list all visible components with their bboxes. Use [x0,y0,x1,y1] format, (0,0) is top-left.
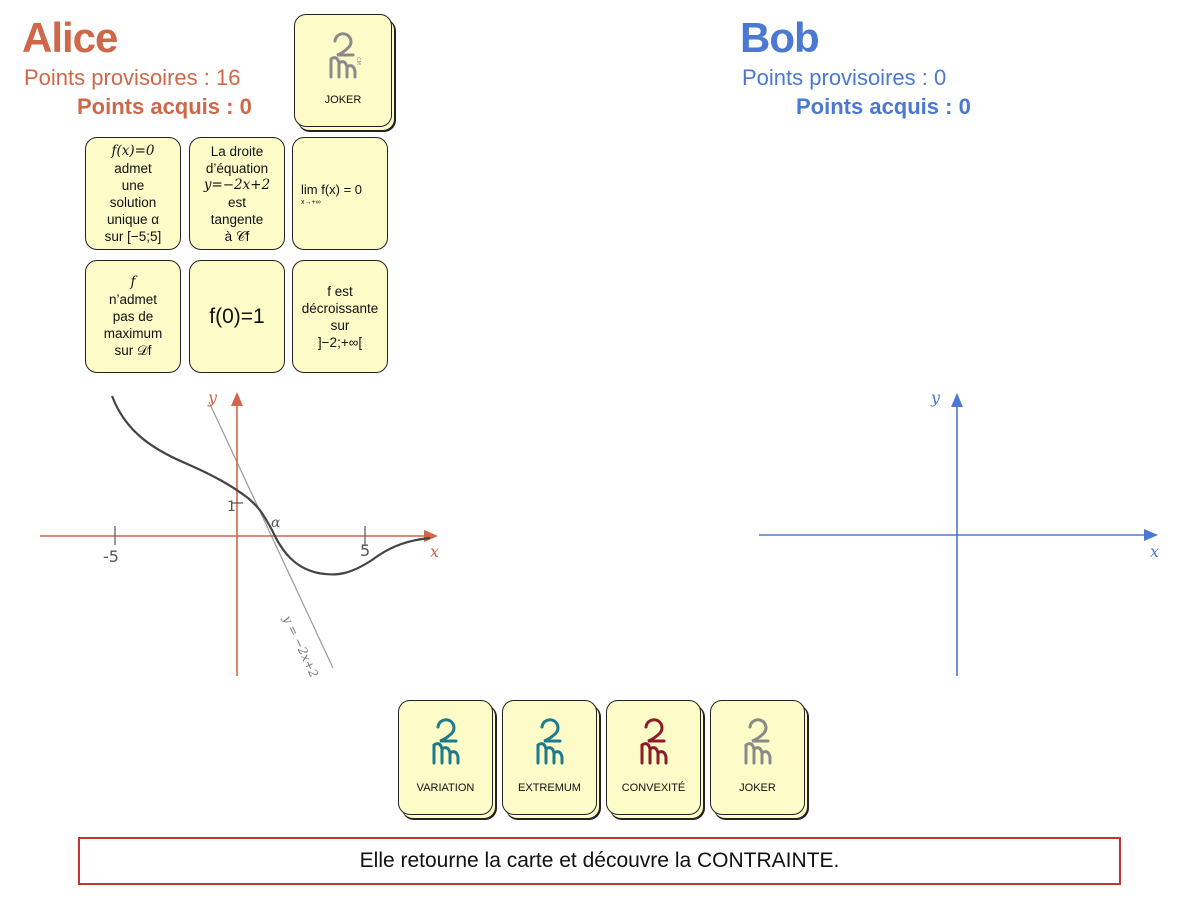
card-line: est [227,194,246,210]
tick-one-label: 1 [227,499,236,515]
alice-card-no-maximum[interactable]: f n’admet pas de maximum sur 𝒟f [85,260,181,373]
tick-pos5-label: 5 [360,541,370,560]
card-line: x→+∞ [301,198,321,206]
deck-card-label: JOKER [739,782,776,794]
card-line: f(0)=1 [209,305,265,328]
card-line: maximum [103,326,163,341]
tick-neg5-label: -5 [103,547,119,566]
alice-provisional-points: Points provisoires : 16 [24,65,241,90]
cm-logo-red-icon [640,718,667,765]
bob-x-label: x [1150,542,1159,561]
card-line: ]−2;+∞[ [317,334,363,350]
svg-text:CM: CM [355,57,361,65]
alice-graph: y x -5 5 1 α y = −2x+2 [40,388,439,680]
alice-card-f0[interactable]: f(0)=1 [189,260,285,373]
card-line: y=−2x+2 [203,176,271,193]
bob-provisional-points: Points provisoires : 0 [742,65,947,90]
card-line: sur [330,317,350,333]
x-axis-arrow-icon [1144,529,1158,541]
alice-card-decreasing[interactable]: f est décroissante sur ]−2;+∞[ [292,260,388,373]
bob-acquired-points: Points acquis : 0 [796,94,971,119]
card-line: La droite [210,143,264,159]
deck-card-label: VARIATION [416,782,475,794]
cm-logo-teal-icon [432,718,459,765]
message-box: Elle retourne la carte et découvre la CO… [78,837,1121,885]
card-line: admet [114,160,152,176]
card-line: sur [−5;5] [104,228,162,244]
alice-y-label: y [207,388,218,407]
tangent-line [208,401,334,669]
card-line: f est [327,283,353,299]
bob-y-label: y [930,388,941,407]
card-line: lim f(x) = 0 [301,181,363,197]
card-line: f(x)=0 [111,142,155,159]
cm-logo-gray-icon: CM [329,32,361,79]
card-line: à 𝒞f [224,228,250,244]
deck-card-extremum[interactable]: EXTREMUM [502,700,597,815]
alice-name: Alice [22,14,118,61]
card-line: pas de [112,309,154,324]
deck-card-joker[interactable]: JOKER [710,700,805,815]
tangent-label: y = −2x+2 [280,612,321,679]
y-axis-arrow-icon [231,392,243,406]
message-text: Elle retourne la carte et découvre la CO… [359,849,840,872]
cm-logo-gray-icon [744,718,771,765]
x-axis-arrow-icon [424,530,438,542]
card-line: une [121,177,145,193]
alice-card-limit[interactable]: lim f(x) = 0 x→+∞ [292,137,388,250]
root-alpha-label: α [271,515,281,531]
card-line: tangente [210,211,264,227]
joker-label: JOKER [324,94,362,106]
card-line: décroissante [301,300,379,316]
alice-acquired-points: Points acquis : 0 [77,94,252,119]
cm-logo-teal-icon [536,718,563,765]
alice-joker-card[interactable]: CM JOKER [294,14,392,127]
y-axis-arrow-icon [951,393,963,407]
deck-card-label: EXTREMUM [518,782,581,794]
bob-name: Bob [740,14,820,61]
card-line: solution [109,194,157,210]
card-line: d’équation [205,160,269,176]
alice-card-solution[interactable]: f(x)=0 admet une solution unique α sur [… [85,137,181,250]
deck-card-label: CONVEXITÉ [621,782,686,794]
deck-card-variation[interactable]: VARIATION [398,700,493,815]
curve-cf [110,395,431,576]
alice-card-tangent[interactable]: La droite d’équation y=−2x+2 est tangent… [189,137,285,250]
card-line: n’admet [108,292,158,307]
deck-card-convexite[interactable]: CONVEXITÉ [606,700,701,815]
card-line: unique α [106,211,160,227]
alice-x-label: x [430,542,439,561]
card-line: sur 𝒟f [114,343,152,358]
bob-graph: y x [759,388,1159,676]
card-line: f [130,274,136,290]
